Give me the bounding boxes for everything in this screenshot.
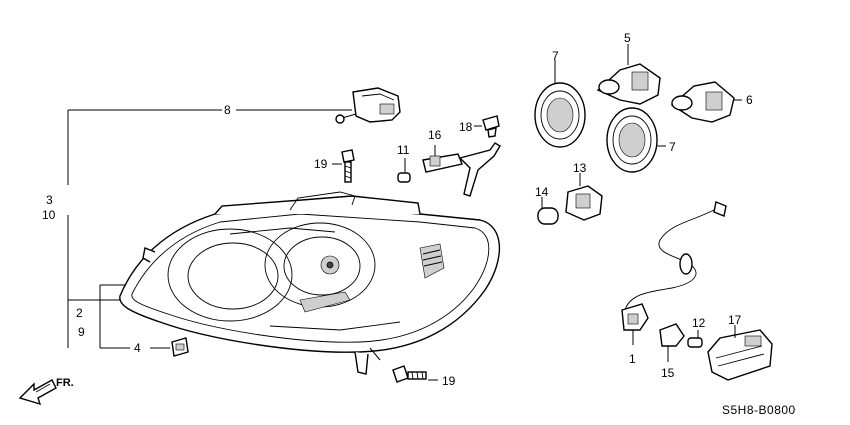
screw-upper[interactable] xyxy=(332,149,355,183)
callout-9: 9 xyxy=(78,325,85,339)
callout-7-upper: 7 xyxy=(552,49,559,63)
assembly-bracket-lines xyxy=(67,109,352,349)
callout-19-upper: 19 xyxy=(314,157,328,171)
callout-15: 15 xyxy=(661,366,675,380)
callout-6: 6 xyxy=(746,93,753,107)
callout-1: 1 xyxy=(629,352,636,366)
turn-signal-socket[interactable] xyxy=(565,173,603,221)
diagram-code: S5H8-B0800 xyxy=(722,403,796,417)
callout-7-lower: 7 xyxy=(669,140,676,154)
callout-11: 11 xyxy=(397,143,410,157)
callout-3: 3 xyxy=(46,193,53,207)
leveling-actuator[interactable] xyxy=(335,87,401,124)
front-direction-label: FR. xyxy=(56,377,74,389)
callout-17: 17 xyxy=(728,313,742,327)
turn-signal-bulb[interactable] xyxy=(537,197,559,225)
callout-8: 8 xyxy=(224,103,231,117)
wire-harness[interactable] xyxy=(621,201,727,345)
position-bulb[interactable] xyxy=(397,158,411,183)
harness-clip[interactable] xyxy=(474,115,500,138)
callout-14: 14 xyxy=(535,185,549,199)
headlight-assembly[interactable] xyxy=(119,191,501,375)
halogen-bulb-high[interactable] xyxy=(596,44,661,105)
side-marker-socket[interactable] xyxy=(659,323,685,362)
screw-lower[interactable] xyxy=(392,365,438,383)
dust-cover-lower[interactable] xyxy=(606,107,666,173)
halogen-bulb-low[interactable] xyxy=(670,81,742,123)
callout-12: 12 xyxy=(692,316,706,330)
position-bulb-socket[interactable] xyxy=(422,142,501,197)
callout-18: 18 xyxy=(459,120,473,134)
front-direction-arrow: FR. xyxy=(18,377,74,406)
nut-clip[interactable] xyxy=(171,337,189,357)
callout-19-lower: 19 xyxy=(442,374,456,388)
callout-labels: 1 2 3 4 5 6 7 7 8 9 10 11 12 13 14 15 16… xyxy=(42,31,753,388)
dust-cover-upper[interactable] xyxy=(534,60,586,148)
callout-2: 2 xyxy=(76,306,83,320)
callout-16: 16 xyxy=(428,128,442,142)
callout-5: 5 xyxy=(624,31,631,45)
callout-4: 4 xyxy=(134,341,141,355)
callout-13: 13 xyxy=(573,161,587,175)
callout-10: 10 xyxy=(42,208,56,222)
side-marker-lens[interactable] xyxy=(707,325,773,381)
side-marker-bulb[interactable] xyxy=(687,330,703,348)
